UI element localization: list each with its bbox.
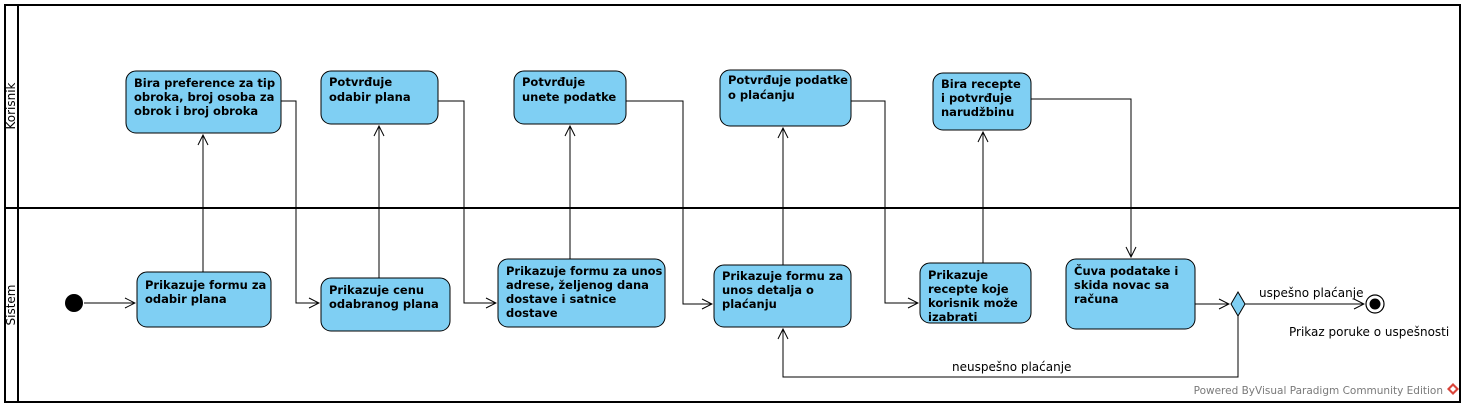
activity-potvrduje-odabir[interactable]: Potvrđuje odabir plana bbox=[320, 70, 439, 125]
activity-text: Bira preference za tip obroka, broj osob… bbox=[134, 76, 279, 118]
activity-text: Prikazuje formu za unos adrese, željenog… bbox=[506, 264, 666, 320]
activity-text: Čuva podatake i skida novac sa računa bbox=[1074, 263, 1182, 306]
activity-prikazuje-formu-placanja[interactable]: Prikazuje formu za unos detalja o plaćan… bbox=[713, 264, 852, 328]
activity-prikazuje-cenu[interactable]: Prikazuje cenu odabranog plana bbox=[320, 277, 451, 332]
activity-potvrduje-podatke[interactable]: Potvrđuje unete podatke bbox=[513, 70, 627, 125]
decision-node bbox=[1230, 291, 1246, 317]
activity-text: Prikazuje recepte koje korisnik može iza… bbox=[928, 268, 1022, 324]
initial-node bbox=[65, 294, 83, 312]
guard-neuspesno: neuspešno plaćanje bbox=[952, 360, 1071, 374]
activity-text: Prikazuje formu za odabir plana bbox=[145, 278, 270, 306]
activity-text: Prikazuje formu za unos detalja o plaćan… bbox=[722, 269, 847, 311]
activity-text: Potvrđuje unete podatke bbox=[522, 75, 616, 104]
final-node-label: Prikaz poruke o uspešnosti bbox=[1289, 325, 1449, 339]
footer-powered-by: Powered ByVisual Paradigm Community Edit… bbox=[1194, 385, 1443, 397]
visual-paradigm-logo-icon bbox=[1447, 383, 1459, 395]
lane-label-korisnik: Korisnik bbox=[4, 82, 18, 129]
activity-prikazuje-formu-adrese[interactable]: Prikazuje formu za unos adrese, željenog… bbox=[497, 258, 666, 328]
final-node bbox=[1365, 294, 1385, 314]
swimlane-frame bbox=[4, 4, 1461, 403]
control-flows bbox=[84, 98, 1364, 378]
activity-text: Potvrđuje podatke o plaćanju bbox=[728, 73, 852, 102]
activity-prikazuje-formu-plana[interactable]: Prikazuje formu za odabir plana bbox=[136, 271, 272, 328]
activity-potvrduje-placanje[interactable]: Potvrđuje podatke o plaćanju bbox=[719, 69, 852, 127]
activity-cuva-podatke[interactable]: Čuva podatake i skida novac sa računa bbox=[1065, 258, 1196, 330]
activity-text: Prikazuje cenu odabranog plana bbox=[329, 283, 439, 311]
activity-text: Potvrđuje odabir plana bbox=[329, 75, 411, 104]
guard-uspesno: uspešno plaćanje bbox=[1259, 286, 1363, 300]
activity-bira-recepte[interactable]: Bira recepte i potvrđuje narudžbinu bbox=[932, 72, 1032, 131]
activity-prikazuje-recepte[interactable]: Prikazuje recepte koje korisnik može iza… bbox=[919, 262, 1032, 324]
activity-text: Bira recepte i potvrđuje narudžbinu bbox=[941, 77, 1025, 119]
lane-label-sistem: Sistem bbox=[4, 285, 18, 326]
activity-bira-preference[interactable]: Bira preference za tip obroka, broj osob… bbox=[125, 70, 282, 134]
